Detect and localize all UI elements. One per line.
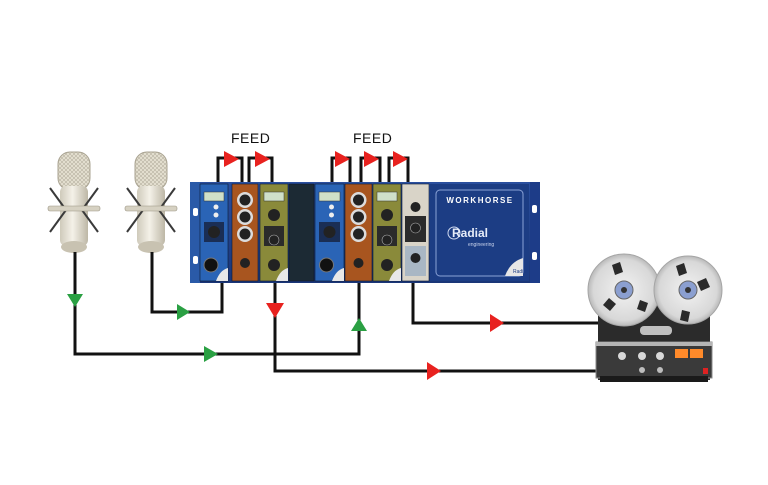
rack-module-mic-preamp-1 <box>199 183 229 282</box>
rack-module-compressor-1 <box>259 183 289 282</box>
arrows <box>67 151 504 380</box>
output-knob[interactable] <box>381 259 393 271</box>
level-knob[interactable] <box>410 202 421 212</box>
reel-to-reel-recorder <box>587 253 723 382</box>
eq-knob[interactable] <box>239 194 251 206</box>
meter-display[interactable] <box>376 191 398 202</box>
ratio-knob[interactable] <box>268 234 280 246</box>
eq-knob[interactable] <box>353 194 364 206</box>
feed-label-2: FEED <box>353 130 393 146</box>
eq-knob[interactable] <box>239 211 251 223</box>
xlr-input-jack[interactable] <box>203 257 219 273</box>
gain-knob[interactable] <box>353 258 364 268</box>
rack-module-eq-2 <box>344 183 373 282</box>
pan-knob[interactable] <box>410 222 421 234</box>
eq-knob[interactable] <box>239 228 251 240</box>
workhorse-rack: WORKHORSE Radial engineering Radial <box>190 182 540 283</box>
output-knob[interactable] <box>268 259 280 271</box>
comp1-to-tape-wire <box>273 282 598 373</box>
feed-arrow-2 <box>255 151 270 167</box>
condenser-mic-1 <box>47 151 101 257</box>
feed-label-1: FEED <box>231 130 271 146</box>
gain-knob[interactable] <box>240 258 250 268</box>
meter-display[interactable] <box>318 191 341 202</box>
ratio-knob[interactable] <box>381 234 393 246</box>
feed-arrow-4 <box>364 151 379 167</box>
gain-knob[interactable] <box>323 226 336 238</box>
feed-arrow-1 <box>224 151 239 167</box>
summing-right-arrow <box>490 314 504 332</box>
mic2-right-arrow <box>177 304 190 320</box>
threshold-knob[interactable] <box>381 209 393 221</box>
summing-to-tape-wire <box>411 282 598 325</box>
eq-knob[interactable] <box>353 211 364 223</box>
xlr-input-jack[interactable] <box>319 257 334 273</box>
eq-knob[interactable] <box>353 228 364 240</box>
mic1-right-arrow <box>204 346 218 362</box>
master-knob[interactable] <box>410 253 421 263</box>
rack-ear-left <box>190 182 200 283</box>
preamp2-up-arrow <box>351 318 367 331</box>
condenser-mic-2 <box>124 151 178 257</box>
rack-module-eq-1 <box>231 183 259 282</box>
comp1-right-arrow <box>427 362 441 380</box>
rack-module-blank-slot <box>288 183 315 282</box>
threshold-knob[interactable] <box>268 209 280 221</box>
recorder-control-panel <box>595 341 713 379</box>
feed-arrow-5 <box>393 151 408 167</box>
meter-display[interactable] <box>263 191 285 202</box>
comp1-down-arrow <box>266 303 284 318</box>
meter-display[interactable] <box>203 191 225 202</box>
mic1-down-arrow <box>67 294 83 307</box>
gain-knob[interactable] <box>208 226 220 238</box>
rack-ear-right <box>530 182 540 283</box>
workhorse-brand-label: Radial <box>452 226 488 240</box>
workhorse-badge: Radial <box>513 269 527 275</box>
rack-module-summing-module <box>401 183 430 282</box>
rack-module-compressor-2 <box>372 183 402 282</box>
workhorse-model-label: WORKHORSE <box>446 196 513 205</box>
feed-arrow-3 <box>335 151 350 167</box>
workhorse-brand-sub-label: engineering <box>468 242 494 248</box>
radial-logo-icon <box>447 226 461 240</box>
rack-module-mic-preamp-2 <box>314 183 345 282</box>
